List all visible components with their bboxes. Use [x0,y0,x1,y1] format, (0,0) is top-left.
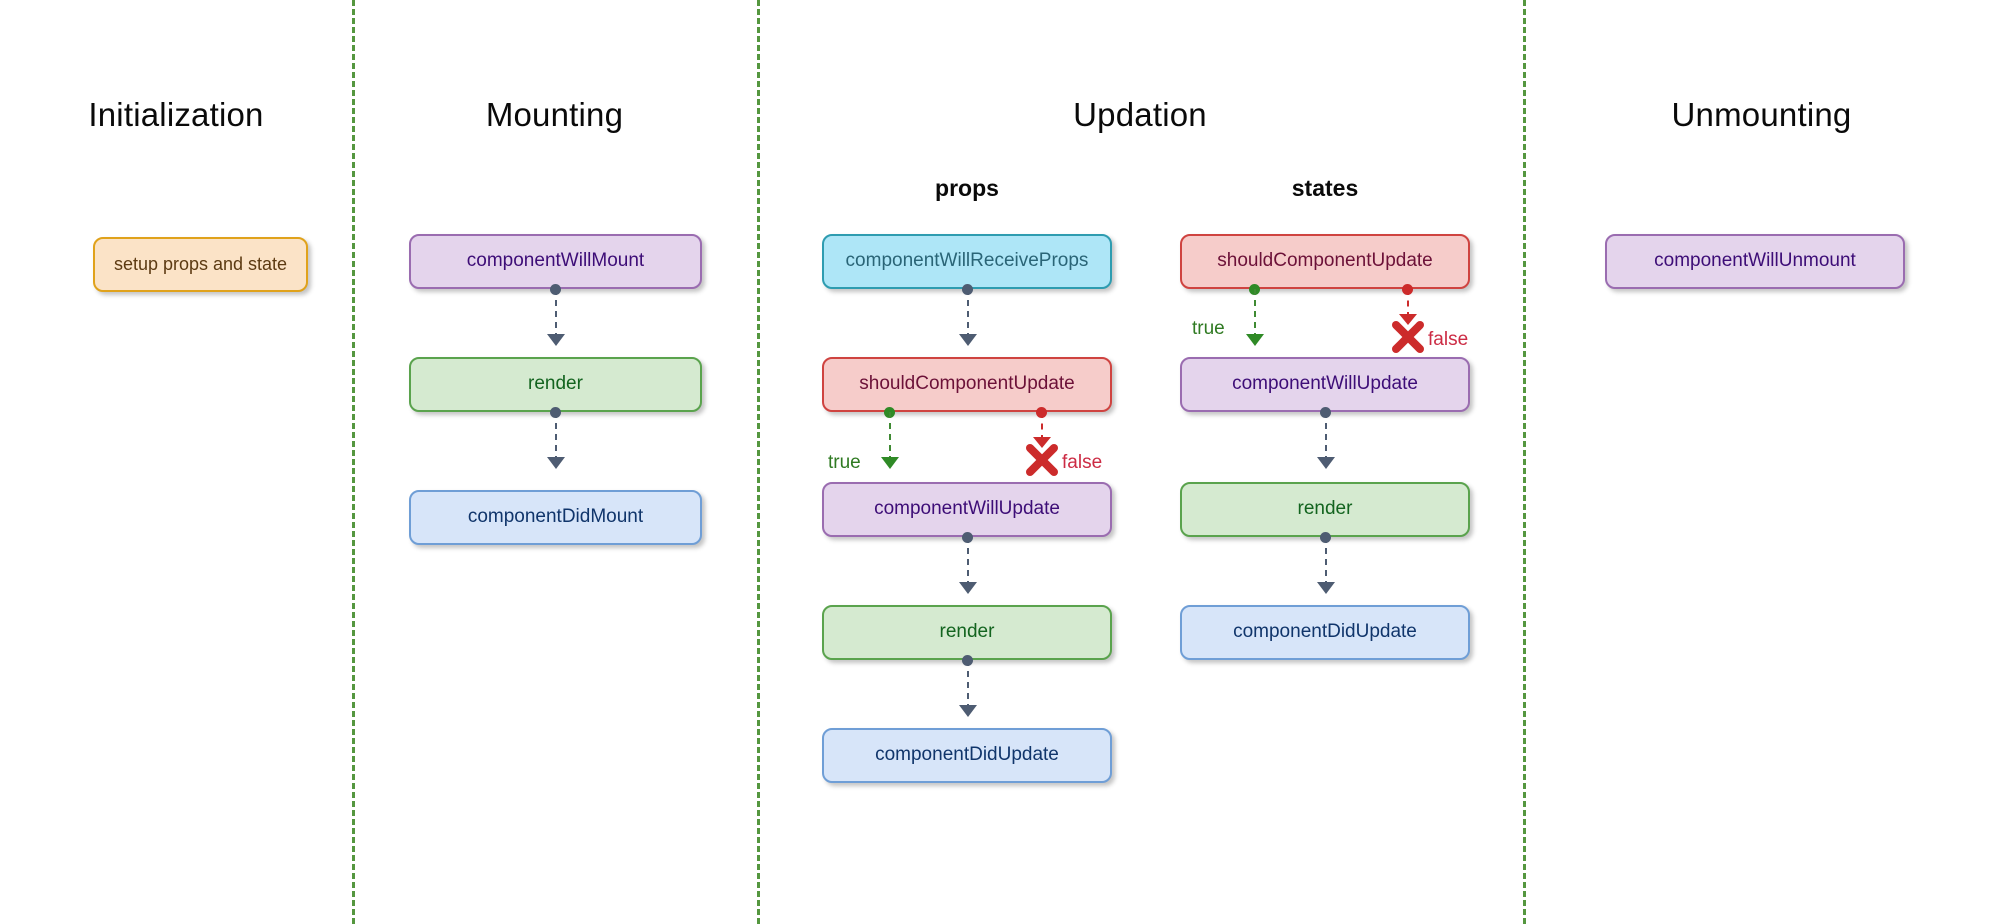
connector-arrow-mount-2 [547,457,565,469]
connector-line-props-1 [967,289,969,339]
branch-x-icon-props-false [1026,444,1058,476]
column-divider-3 [1523,0,1526,924]
subheader-props: props [935,175,999,201]
subheader-states: states [1291,175,1359,201]
connector-arrow-props-3 [959,705,977,717]
branch-arrow-states-true [1246,334,1264,346]
node-should-component-update-states[interactable]: shouldComponentUpdate [1180,234,1470,289]
column-title-initialization: Initialization [88,96,264,133]
node-component-will-update-states[interactable]: componentWillUpdate [1180,357,1470,412]
connector-line-mount-1 [555,289,557,339]
connector-line-props-3 [967,660,969,710]
node-component-did-update-props[interactable]: componentDidUpdate [822,728,1112,783]
connector-line-mount-2 [555,412,557,462]
connector-line-states-1 [1325,412,1327,462]
node-component-did-mount[interactable]: componentDidMount [409,490,702,545]
branch-label-props-true: true [828,452,861,473]
connector-line-states-2 [1325,537,1327,587]
column-title-unmounting: Unmounting [1671,96,1852,133]
branch-arrow-props-false [1033,437,1051,448]
connector-line-props-2 [967,537,969,587]
branch-label-props-false: false [1062,452,1103,473]
branch-label-states-false: false [1428,329,1469,350]
column-title-updation: Updation [1073,96,1207,133]
connector-arrow-props-2 [959,582,977,594]
branch-arrow-states-false [1399,314,1417,325]
column-divider-2 [757,0,760,924]
node-render-mounting[interactable]: render [409,357,702,412]
branch-arrow-props-true [881,457,899,469]
node-component-will-mount[interactable]: componentWillMount [409,234,702,289]
connector-arrow-states-2 [1317,582,1335,594]
connector-arrow-props-1 [959,334,977,346]
connector-arrow-states-1 [1317,457,1335,469]
node-component-did-update-states[interactable]: componentDidUpdate [1180,605,1470,660]
column-title-mounting: Mounting [485,96,624,133]
node-render-props[interactable]: render [822,605,1112,660]
branch-line-props-false [1041,412,1043,441]
connector-arrow-mount-1 [547,334,565,346]
branch-line-props-true [889,412,891,462]
node-should-component-update-props[interactable]: shouldComponentUpdate [822,357,1112,412]
branch-x-icon-states-false [1392,321,1424,353]
branch-label-states-true: true [1192,318,1225,339]
node-component-will-update-props[interactable]: componentWillUpdate [822,482,1112,537]
node-component-will-receive-props[interactable]: componentWillReceiveProps [822,234,1112,289]
branch-line-states-false [1407,289,1409,318]
column-divider-1 [352,0,355,924]
node-component-will-unmount[interactable]: componentWillUnmount [1605,234,1905,289]
node-render-states[interactable]: render [1180,482,1470,537]
node-setup-props-and-state[interactable]: setup props and state [93,237,308,292]
branch-line-states-true [1254,289,1256,339]
